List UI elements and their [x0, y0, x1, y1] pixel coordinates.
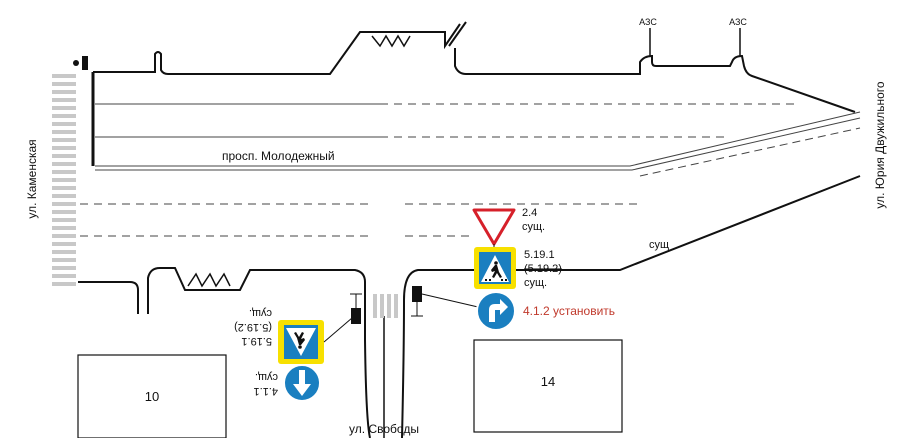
sign-pole-left	[323, 317, 353, 343]
zebra-stripe	[52, 138, 76, 142]
zebra-stripe	[52, 282, 76, 286]
pedestrian-crossing-sign-left	[278, 320, 324, 364]
street-label-molodezhny: просп. Молодежный	[222, 149, 335, 163]
median-line-2	[95, 117, 861, 171]
street-label-kamenskaya: ул. Каменская	[25, 139, 39, 218]
zebra-stripe	[52, 178, 76, 182]
zebra-crossing-svobody	[373, 294, 398, 318]
zebra-stripe	[52, 186, 76, 190]
zebra-stripe	[52, 154, 76, 158]
straight-labels: 4.1.1 сущ.	[254, 371, 278, 397]
turn-right-sign-label: 4.1.2 установить	[523, 304, 615, 318]
road-status-label: сущ	[649, 239, 669, 251]
crossing-left-code-alt: (5.19.2)	[234, 321, 272, 333]
pedestrian-crossing-sign-right	[474, 247, 516, 289]
zebra-stripe	[52, 226, 76, 230]
bus-stop-zigzag-south	[187, 272, 231, 288]
turn-right-sign	[476, 291, 516, 331]
zebra-stripe	[52, 74, 76, 78]
crossing-left-code: 5.19.1	[241, 335, 272, 347]
yield-sign-code: 2.4	[522, 207, 537, 219]
zebra-stripe	[52, 130, 76, 134]
zebra-stripe	[52, 170, 76, 174]
zebra-stripe	[52, 258, 76, 262]
zebra-stripe	[52, 242, 76, 246]
yield-sign-status: сущ.	[522, 221, 545, 233]
crossing-right-status: сущ.	[524, 277, 547, 289]
zebra-stripe	[52, 90, 76, 94]
straight-sign-status: сущ.	[255, 371, 278, 383]
curb-south-right	[401, 175, 861, 438]
zebra-stripe	[52, 274, 76, 278]
bus-stop-zigzag-north	[371, 34, 411, 48]
zebra-stripe	[52, 210, 76, 214]
zebra-stripe	[52, 218, 76, 222]
crossing-left-status: сущ.	[249, 307, 272, 319]
median-dashed	[639, 127, 861, 177]
crossing-right-code-alt: (5.19.2)	[524, 263, 562, 275]
straight-sign-code: 4.1.1	[254, 385, 278, 397]
azs-label-1: АЗС	[639, 17, 657, 27]
zebra-stripe	[52, 114, 76, 118]
zebra-stripe	[52, 162, 76, 166]
zebra-stripe	[52, 266, 76, 270]
median-line	[95, 111, 861, 167]
curb-north	[93, 21, 856, 113]
zebra-stripe	[52, 146, 76, 150]
pedestrian-icon	[485, 261, 507, 281]
azs-label-2: АЗС	[729, 17, 747, 27]
zebra-stripe	[52, 194, 76, 198]
zebra-stripe	[52, 234, 76, 238]
street-label-dvuzhilnogo: ул. Юрия Двужильного	[873, 81, 887, 209]
traffic-light-icon	[73, 56, 88, 70]
crossing-right-code: 5.19.1	[524, 249, 555, 261]
zebra-crossing-left	[52, 72, 76, 288]
building-14-label: 14	[541, 374, 555, 389]
street-label-svobody: ул. Свободы	[349, 422, 419, 436]
curb-south-left	[78, 267, 371, 438]
zebra-stripe	[52, 98, 76, 102]
traffic-light-right-icon	[411, 286, 479, 317]
zebra-stripe	[52, 82, 76, 86]
building-10	[77, 354, 227, 438]
zebra-stripe	[52, 122, 76, 126]
zebra-stripe	[52, 202, 76, 206]
zebra-stripe	[52, 106, 76, 110]
yield-sign	[472, 208, 516, 250]
straight-only-sign	[283, 364, 321, 402]
building-14	[473, 339, 623, 433]
traffic-light-left-icon	[350, 293, 362, 324]
building-10-label: 10	[145, 389, 159, 404]
crossing-left-labels: 5.19.1 (5.19.2) сущ.	[234, 307, 272, 347]
zebra-stripe	[52, 250, 76, 254]
